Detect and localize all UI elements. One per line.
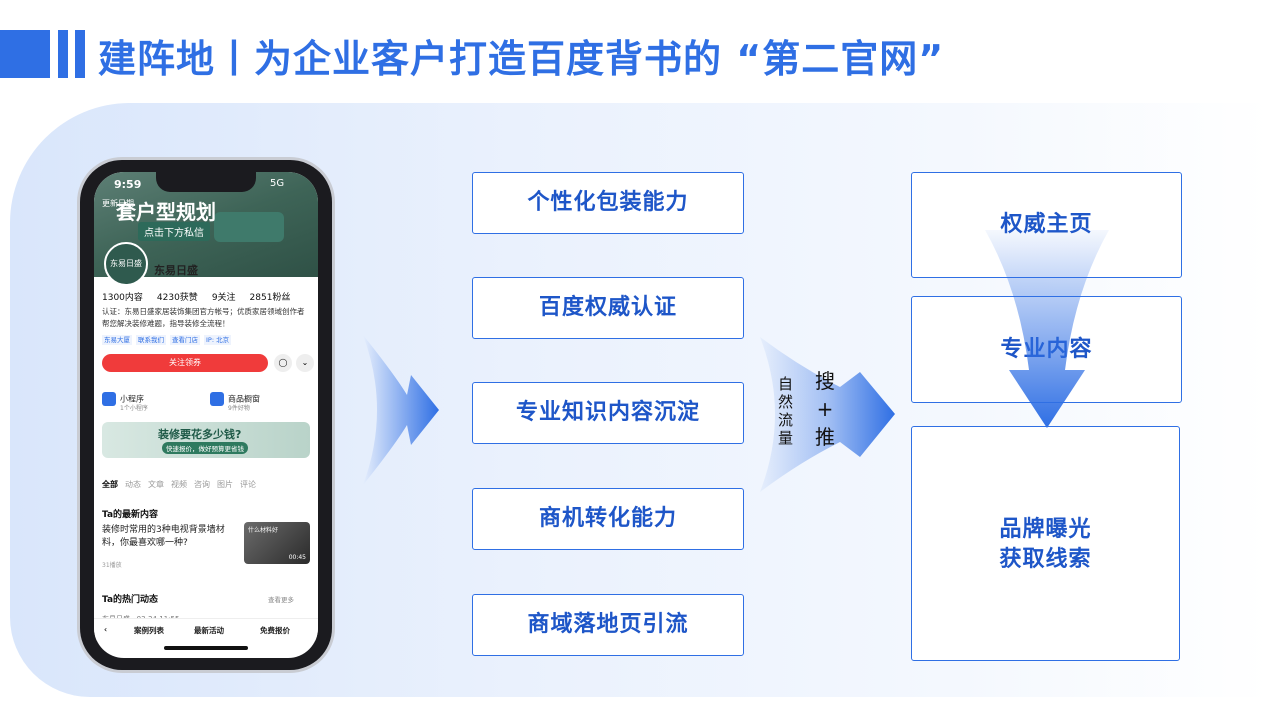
- tab-consult[interactable]: 咨询: [194, 480, 210, 489]
- tab-comments[interactable]: 评论: [240, 480, 256, 489]
- shop-name: 东易日盛: [154, 264, 198, 277]
- follow-button[interactable]: 关注领券: [102, 354, 268, 372]
- stat-fans[interactable]: 2851粉丝: [249, 293, 291, 303]
- plus-label: +: [816, 397, 834, 421]
- natural-traffic-label: 自然流量: [778, 375, 794, 447]
- latest-post-text[interactable]: 装修时常用的3种电视背景墙材料，你最喜欢哪一种?: [102, 525, 225, 548]
- status-time: 9:59: [114, 178, 142, 191]
- search-label: 搜: [815, 369, 835, 393]
- home-indicator: [164, 646, 248, 650]
- service-mini-program[interactable]: 小程序 1个小程序: [102, 392, 148, 412]
- phone-notch: [156, 172, 256, 192]
- capability-certification: 百度权威认证: [472, 277, 744, 339]
- funnel-arrow: [985, 230, 1109, 428]
- tab-images[interactable]: 图片: [217, 480, 233, 489]
- capability-packaging: 个性化包装能力: [472, 172, 744, 234]
- case-list-button[interactable]: 案例列表: [134, 626, 164, 635]
- profile-description: 认证：东易日盛家居装饰集团官方帐号；优质家居领域创作者 帮您解决装修难题，指导装…: [102, 307, 305, 328]
- slide-title: 建阵地丨为企业客户打造百度背书的 “第二官网”: [98, 37, 945, 81]
- stat-following[interactable]: 9关注: [211, 293, 236, 303]
- profile-stats: 1300内容 4230获赞 9关注 2851粉丝: [102, 290, 314, 303]
- latest-heading: Ta的最新内容: [102, 510, 159, 520]
- capability-knowledge: 专业知识内容沉淀: [472, 382, 744, 444]
- mini-program-icon: [102, 392, 116, 406]
- status-network: 5G: [270, 178, 285, 189]
- phone-mockup: 9:59 5G 更新日期 套户型规划 点击下方私信 东易日盛 东易日盛 1300…: [80, 160, 332, 670]
- latest-views: 31播放: [102, 562, 122, 569]
- title-bar-small: [58, 30, 68, 78]
- tag-ip: IP: 北京: [204, 335, 232, 345]
- shop-window-icon: [210, 392, 224, 406]
- capability-landing-traffic: 商域落地页引流: [472, 594, 744, 656]
- tag-building[interactable]: 东易大厦: [102, 335, 132, 345]
- latest-activity-button[interactable]: 最新活动: [194, 626, 224, 635]
- push-label: 推: [815, 425, 835, 449]
- promo-subtitle: 快速报价，做好预算更省钱: [162, 442, 248, 454]
- service-shop-window[interactable]: 商品橱窗 9件好物: [210, 392, 260, 412]
- outcome-brand-leads: 品牌曝光 获取线索: [911, 426, 1180, 661]
- tab-all[interactable]: 全部: [102, 480, 118, 489]
- content-tabs: 全部动态文章视频咨询图片评论: [102, 479, 263, 490]
- phone-screen: 9:59 5G 更新日期 套户型规划 点击下方私信 东易日盛 东易日盛 1300…: [94, 172, 318, 658]
- tab-video[interactable]: 视频: [171, 480, 187, 489]
- hot-heading: Ta的热门动态: [102, 595, 159, 605]
- brand-exposure-label: 品牌曝光: [999, 517, 1092, 542]
- see-more-link[interactable]: 查看更多: [268, 596, 294, 604]
- title-bar-small: [75, 30, 85, 78]
- banner-title: 套户型规划: [116, 200, 216, 224]
- bottom-action-bar: ‹ 案例列表 最新活动 免费报价: [94, 618, 318, 641]
- tag-contact[interactable]: 联系我们: [136, 335, 166, 345]
- tab-dynamic[interactable]: 动态: [125, 480, 141, 489]
- banner-subtitle[interactable]: 点击下方私信: [138, 222, 210, 241]
- title-bar-large: [0, 30, 50, 78]
- lead-capture-label: 获取线索: [999, 547, 1092, 572]
- tag-stores[interactable]: 查看门店: [170, 335, 200, 345]
- flow-arrow-left: [363, 335, 439, 485]
- flow-arrow-mid: [760, 337, 895, 492]
- video-duration: 00:45: [288, 554, 306, 561]
- capability-conversion: 商机转化能力: [472, 488, 744, 550]
- search-push-label: 搜 + 推: [812, 367, 838, 451]
- latest-video-thumbnail[interactable]: 什么材料好 00:45: [244, 522, 310, 564]
- banner-sofa-image: [214, 212, 284, 242]
- free-quote-button[interactable]: 免费报价: [260, 626, 290, 635]
- update-tag[interactable]: 更新日期: [102, 199, 134, 208]
- promo-title: 装修要花多少钱?: [158, 428, 242, 441]
- stat-content[interactable]: 1300内容: [102, 293, 143, 303]
- profile-tags: 东易大厦联系我们查看门店 IP: 北京: [102, 334, 235, 345]
- chevron-down-icon[interactable]: ⌄: [296, 354, 314, 372]
- back-icon[interactable]: ‹: [104, 625, 108, 634]
- chat-icon[interactable]: ◯: [274, 354, 292, 372]
- promo-banner[interactable]: 装修要花多少钱? 快速报价，做好预算更省钱: [102, 422, 310, 458]
- stat-likes[interactable]: 4230获赞: [156, 293, 198, 303]
- tab-article[interactable]: 文章: [148, 480, 164, 489]
- avatar[interactable]: 东易日盛: [104, 242, 148, 286]
